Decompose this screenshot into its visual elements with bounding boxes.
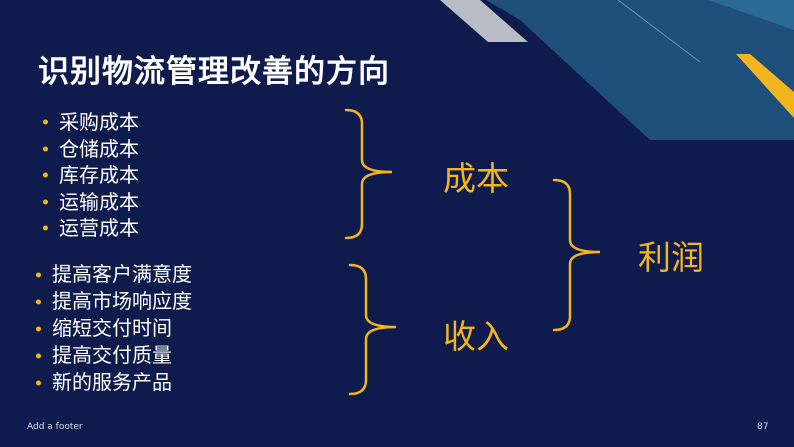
bullet-icon xyxy=(43,119,48,125)
bullet-icon xyxy=(36,272,41,277)
cost-item-text: 运输成本 xyxy=(59,189,139,214)
list-item: 提高交付质量 xyxy=(36,342,192,369)
cost-item-text: 运营成本 xyxy=(59,216,139,240)
bullet-icon xyxy=(43,146,48,152)
revenue-label: 收入 xyxy=(443,317,509,356)
light-blue-stripe xyxy=(708,0,794,30)
footer-text: Add a footer xyxy=(27,422,83,432)
bullet-icon xyxy=(36,353,41,358)
list-item: 采购成本 xyxy=(43,109,139,136)
blue-stripe xyxy=(486,0,794,140)
cost-item-text: 库存成本 xyxy=(59,163,139,187)
revenue-item-text: 新的服务产品 xyxy=(52,370,172,394)
revenue-item-text: 提高交付质量 xyxy=(52,343,172,367)
list-item: 运输成本 xyxy=(43,189,139,216)
list-item: 新的服务产品 xyxy=(36,369,192,396)
bullet-icon xyxy=(43,199,48,205)
list-item: 缩短交付时间 xyxy=(36,315,192,342)
bullet-icon xyxy=(43,172,48,178)
cost-items-list: 采购成本 仓储成本 库存成本 运输成本 运营成本 xyxy=(43,109,139,242)
gray-stripe xyxy=(440,0,528,42)
bullet-icon xyxy=(43,225,48,231)
revenue-items-list: 提高客户满意度 提高市场响应度 缩短交付时间 提高交付质量 新的服务产品 xyxy=(36,261,192,396)
gold-stripe xyxy=(736,54,794,118)
cost-bracket xyxy=(344,108,393,240)
profit-bracket xyxy=(552,178,601,332)
list-item: 库存成本 xyxy=(43,162,139,189)
list-item: 仓储成本 xyxy=(43,136,139,163)
revenue-item-text: 提高客户满意度 xyxy=(52,262,192,286)
profit-label: 利润 xyxy=(638,238,704,277)
cost-label: 成本 xyxy=(443,159,509,198)
list-item: 运营成本 xyxy=(43,215,139,242)
list-item: 提高市场响应度 xyxy=(36,288,192,315)
bullet-icon xyxy=(36,380,41,385)
thin-stripe-line xyxy=(617,0,701,63)
revenue-item-text: 缩短交付时间 xyxy=(52,316,172,340)
cost-item-text: 采购成本 xyxy=(59,110,139,134)
slide-title: 识别物流管理改善的方向 xyxy=(38,54,390,90)
bullet-icon xyxy=(36,299,41,304)
cost-item-text: 仓储成本 xyxy=(59,136,139,161)
bullet-icon xyxy=(36,326,41,331)
revenue-item-text: 提高市场响应度 xyxy=(52,289,192,313)
revenue-bracket xyxy=(348,263,397,396)
page-number: 87 xyxy=(757,422,769,432)
list-item: 提高客户满意度 xyxy=(36,261,192,288)
